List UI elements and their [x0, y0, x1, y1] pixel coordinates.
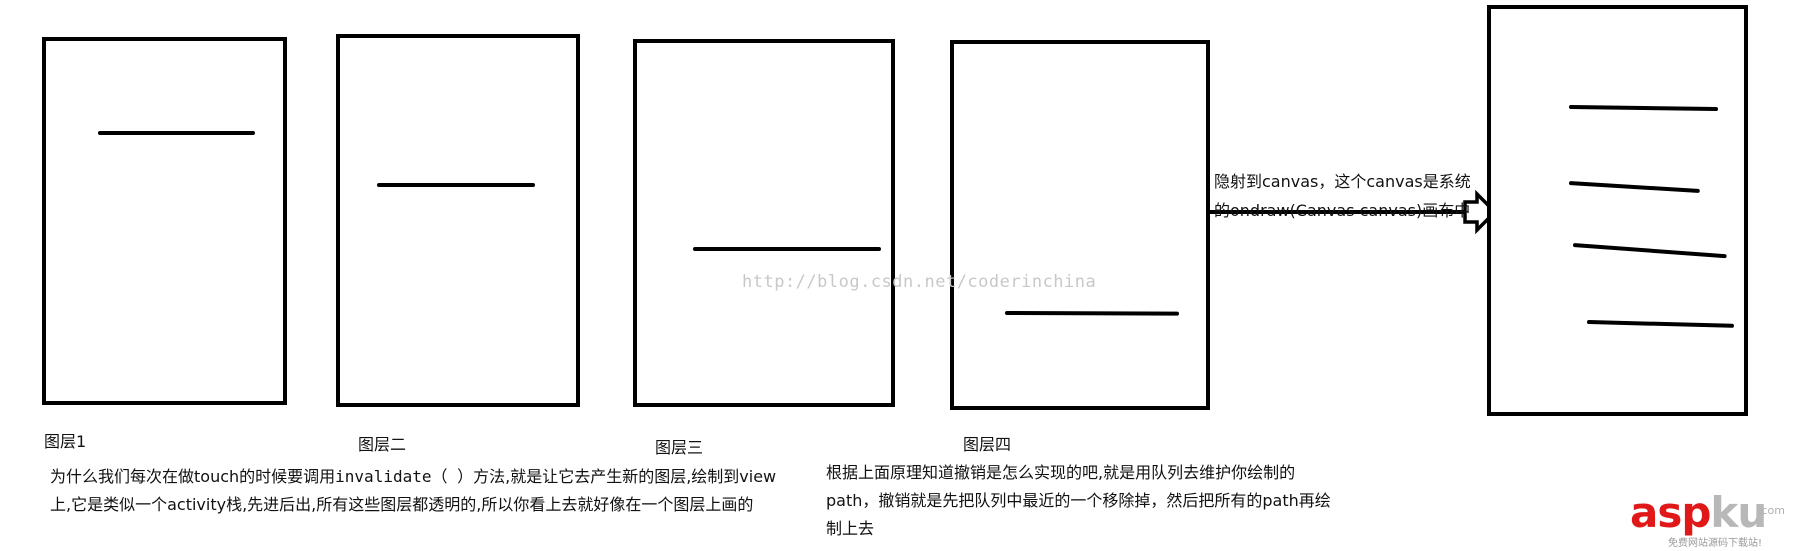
stroke-line	[377, 183, 535, 187]
stroke-line	[693, 247, 881, 251]
undo-line-3: 制上去	[826, 519, 875, 538]
layer-explanation: 为什么我们每次在做touch的时候要调用invalidate（ ）方法,就是让它…	[50, 463, 776, 519]
site-logo: aspku .com 免费网站源码下载站!	[1630, 488, 1790, 550]
logo-tagline: 免费网站源码下载站!	[1668, 538, 1763, 549]
explanation-line-1: 为什么我们每次在做touch的时候要调用invalidate（ ）方法,就是让它…	[50, 463, 776, 491]
watermark: http://blog.csdn.net/coderinchina	[742, 272, 1097, 292]
right-arrow-icon	[1210, 190, 1498, 235]
explanation-line-2: 上,它是类似一个activity栈,先进后出,所有这些图层都透明的,所以你看上去…	[50, 495, 754, 514]
explanation-line-1-suffix: 方法,就是让它去产生新的图层,绘制到view	[473, 467, 777, 486]
stroke-line	[1568, 105, 1719, 112]
layer-label-4: 图层四	[963, 435, 1012, 454]
logo-ku-text: ku	[1710, 488, 1767, 537]
canvas-panel	[1487, 5, 1748, 416]
logo-main-text: asp	[1630, 488, 1711, 537]
explanation-line-1-prefix: 为什么我们每次在做touch的时候要调用	[50, 467, 336, 486]
arrow-caption-line-2: 的ondraw(Canvas canvas)画布中	[1214, 201, 1471, 220]
stroke-line	[1568, 181, 1700, 193]
explanation-code: invalidate（ ）	[335, 467, 474, 486]
layer-label-1: 图层1	[44, 432, 87, 451]
layer-label-3: 图层三	[655, 438, 704, 457]
layer-panel-3	[633, 39, 895, 407]
undo-explanation: 根据上面原理知道撤销是怎么实现的吧,就是用队列去维护你绘制的 path，撤销就是…	[826, 459, 1331, 543]
stroke-line	[1004, 311, 1180, 316]
stroke-line	[98, 131, 255, 135]
arrow-caption-line-1: 隐射到canvas，这个canvas是系统	[1214, 172, 1471, 191]
layer-panel-2	[336, 34, 580, 407]
logo-com: .com	[1758, 504, 1785, 517]
undo-line-2: path，撤销就是先把队列中最近的一个移除掉，然后把所有的path再绘	[826, 491, 1331, 510]
layer-panel-1	[42, 37, 287, 405]
stroke-line	[1572, 243, 1727, 259]
layer-panel-4	[950, 40, 1210, 410]
layer-label-2: 图层二	[358, 435, 407, 454]
undo-line-1: 根据上面原理知道撤销是怎么实现的吧,就是用队列去维护你绘制的	[826, 463, 1296, 482]
stroke-line	[1586, 320, 1735, 328]
logo-wordmark: aspku	[1630, 488, 1767, 537]
